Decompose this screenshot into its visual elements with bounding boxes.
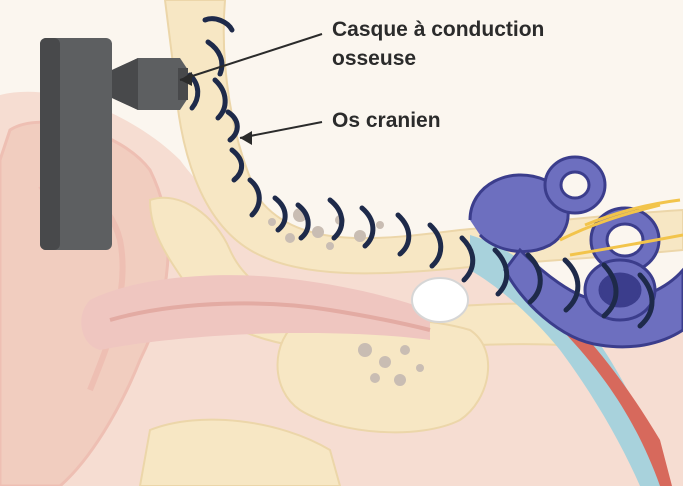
- skull-bone-label: Os cranien: [332, 106, 441, 135]
- headset-label-line2: osseuse: [332, 44, 544, 73]
- eardrum: [412, 278, 468, 322]
- headset-label: Casque à conduction osseuse: [332, 15, 544, 73]
- headset-label-line1: Casque à conduction: [332, 15, 544, 44]
